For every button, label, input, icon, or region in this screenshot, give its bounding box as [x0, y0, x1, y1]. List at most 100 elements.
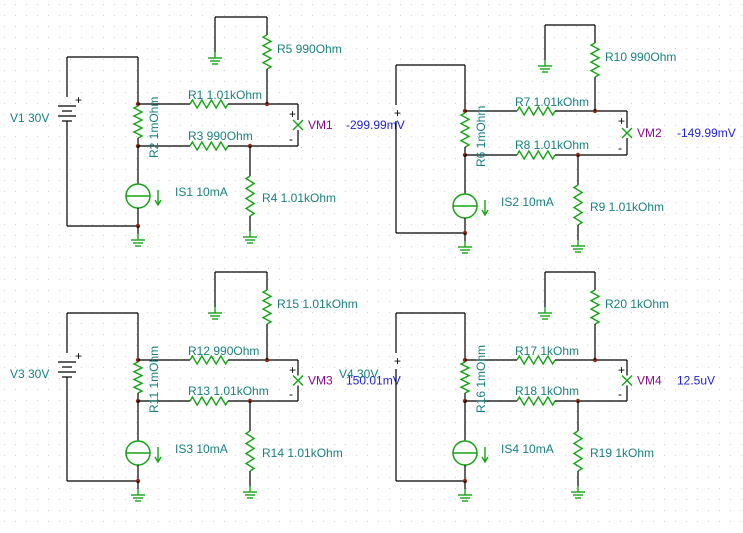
- meter-reading: 150.01mV: [346, 374, 401, 388]
- ground-symbol: [131, 234, 145, 247]
- up-resistor-2[interactable]: [589, 42, 601, 78]
- meter-minus: -: [289, 132, 293, 146]
- current-source-label: IS2 10mA: [501, 195, 554, 209]
- ground-symbol: [458, 489, 472, 502]
- ground-symbol: [243, 231, 257, 244]
- voltmeter-1[interactable]: [292, 119, 304, 131]
- up-resistor-label: R15 1.01kOhm: [277, 297, 358, 311]
- ground-symbol: [538, 307, 552, 320]
- meter-reading: 12.5uV: [677, 374, 715, 388]
- current-arrow-icon: [154, 447, 162, 464]
- shunt-resistor-4[interactable]: [459, 361, 471, 394]
- down-resistor-label: R19 1kOhm: [590, 446, 654, 460]
- meter-minus: -: [618, 141, 622, 155]
- down-resistor-3[interactable]: [244, 430, 256, 472]
- bottom-resistor-1[interactable]: [189, 140, 229, 152]
- down-resistor-label: R14 1.01kOhm: [262, 446, 343, 460]
- current-source-label: IS3 10mA: [175, 442, 228, 456]
- up-resistor-label: R5 990Ohm: [277, 42, 342, 56]
- top-resistor-label: R17 1kOhm: [515, 344, 579, 358]
- current-source-1[interactable]: [125, 183, 162, 209]
- meter-plus: +: [289, 107, 296, 121]
- voltmeter-2[interactable]: [621, 127, 633, 139]
- up-resistor-label: R20 1kOhm: [605, 297, 669, 311]
- current-arrow-icon: [154, 190, 162, 207]
- up-resistor-4[interactable]: [589, 289, 601, 325]
- down-resistor-4[interactable]: [572, 430, 584, 472]
- current-source-3[interactable]: [125, 440, 162, 466]
- bottom-resistor-4[interactable]: [516, 395, 556, 407]
- shunt-label: R11 1mOhm: [147, 346, 161, 413]
- ground-symbol: [571, 240, 585, 253]
- meter-label: VM4: [637, 374, 662, 388]
- voltmeter-3[interactable]: [292, 375, 304, 386]
- top-resistor-label: R7 1.01kOhm: [515, 95, 589, 109]
- plus-sign: +: [394, 106, 401, 120]
- down-resistor-label: R4 1.01kOhm: [262, 191, 336, 205]
- bottom-resistor-3[interactable]: [189, 395, 229, 407]
- top-resistor-3[interactable]: [189, 354, 229, 366]
- ground-symbol: [208, 307, 222, 320]
- bottom-resistor-label: R18 1kOhm: [515, 384, 579, 398]
- grid-dots: [4, 4, 742, 522]
- voltmeter-4[interactable]: [621, 375, 633, 386]
- current-source-2[interactable]: [452, 193, 489, 219]
- source-label: V1 30V: [10, 111, 49, 125]
- ground-symbol: [243, 486, 257, 499]
- ground-symbol: [208, 52, 222, 65]
- meter-label: VM1: [308, 118, 333, 132]
- meter-plus: +: [289, 363, 296, 377]
- shunt-resistor-2[interactable]: [459, 112, 471, 148]
- current-source-label: IS4 10mA: [501, 442, 554, 456]
- shunt-resistor-3[interactable]: [132, 361, 144, 394]
- bottom-resistor-label: R13 1.01kOhm: [188, 384, 269, 398]
- meter-reading: -149.99mV: [677, 126, 736, 140]
- down-resistor-1[interactable]: [244, 175, 256, 217]
- top-resistor-label: R12 990Ohm: [188, 344, 259, 358]
- current-source-label: IS1 10mA: [175, 185, 228, 199]
- shunt-label: R6 1mOhm: [474, 106, 488, 167]
- bottom-resistor-label: R3 990Ohm: [188, 129, 253, 143]
- bottom-resistor-label: R8 1.01kOhm: [515, 138, 589, 152]
- meter-label: VM3: [308, 374, 333, 388]
- ground-symbol: [571, 486, 585, 499]
- down-resistor-label: R9 1.01kOhm: [590, 200, 664, 214]
- meter-minus: -: [289, 387, 293, 401]
- circuit-2: + + - R6 1mOhm R7 1.01kOhm R8 1.01kOhm R10 990…: [394, 24, 736, 254]
- top-resistor-2[interactable]: [516, 105, 556, 117]
- plus-sign: +: [75, 93, 82, 107]
- current-arrow-icon: [481, 447, 489, 464]
- bottom-resistor-2[interactable]: [516, 149, 556, 161]
- source-label: V3 30V: [10, 367, 49, 381]
- shunt-label: R2 1mOhm: [147, 97, 161, 158]
- battery-3[interactable]: +: [58, 349, 82, 378]
- ground-symbol: [458, 241, 472, 254]
- meter-minus: -: [618, 387, 622, 401]
- plus-sign: +: [394, 354, 401, 368]
- ground-symbol: [538, 60, 552, 73]
- current-arrow-icon: [481, 200, 489, 217]
- down-resistor-2[interactable]: [572, 184, 584, 226]
- battery-1[interactable]: +: [58, 93, 82, 122]
- up-resistor-1[interactable]: [261, 34, 273, 70]
- top-resistor-label: R1 1.01kOhm: [188, 88, 262, 102]
- source-label: V4 30V: [339, 367, 378, 381]
- up-resistor-label: R10 990Ohm: [605, 50, 676, 64]
- plus-sign: +: [75, 349, 82, 363]
- up-resistor-3[interactable]: [261, 289, 273, 325]
- meter-plus: +: [618, 363, 625, 377]
- meter-reading: -299.99mV: [346, 118, 405, 132]
- top-resistor-1[interactable]: [189, 98, 229, 110]
- shunt-label: R16 1mOhm: [474, 345, 488, 413]
- meter-label: VM2: [637, 126, 662, 140]
- ground-symbol: [131, 489, 145, 502]
- current-source-4[interactable]: [452, 440, 489, 466]
- meter-plus: +: [618, 114, 625, 128]
- shunt-resistor-1[interactable]: [132, 105, 144, 139]
- circuit-1: + + - V1 30V R2 1mOhm R1 1.01kOhm R3 990Ohm R5 …: [10, 16, 405, 247]
- top-resistor-4[interactable]: [516, 354, 556, 366]
